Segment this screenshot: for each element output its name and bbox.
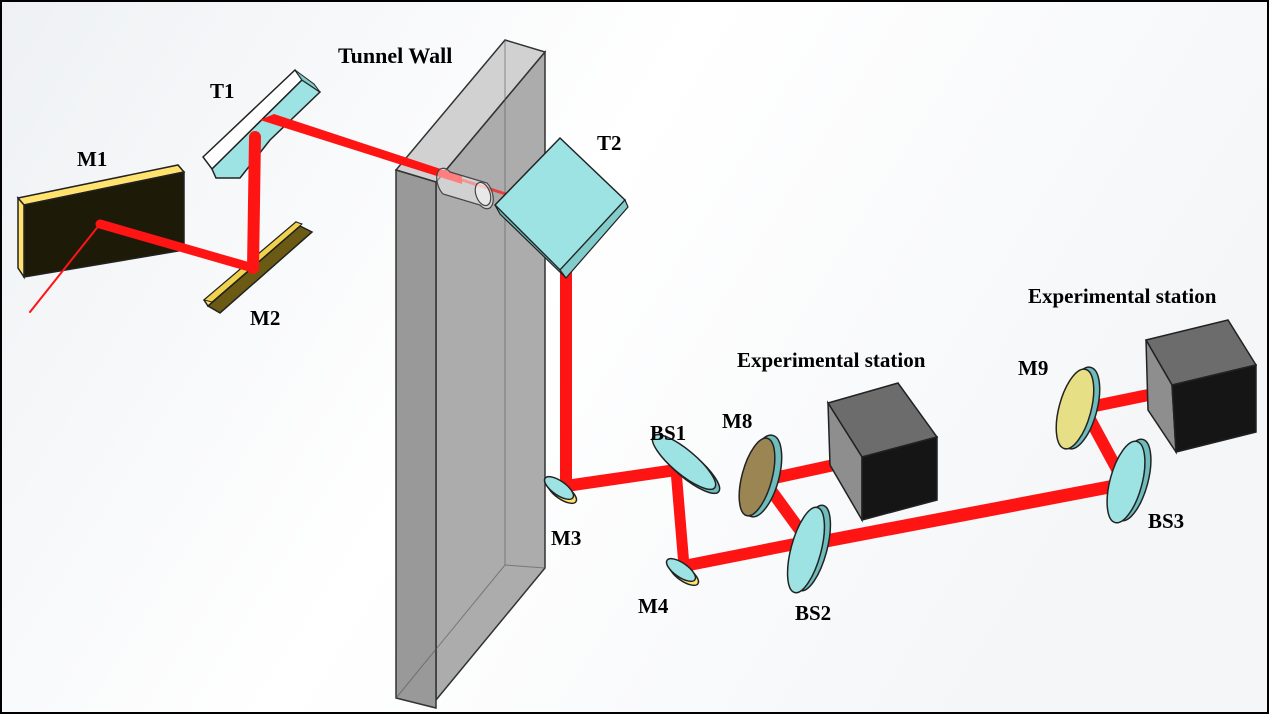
label-t2: T2 [597,131,622,155]
mirror-m3 [543,475,578,505]
beam-splitter-bs1 [651,433,721,495]
label-tunnel-wall: Tunnel Wall [338,43,452,68]
beam-splitter-bs2 [786,504,832,594]
experimental-station-1 [826,382,939,523]
wall-pipe [436,167,494,210]
label-m4: M4 [638,594,669,618]
label-m8: M8 [722,409,752,433]
label-m1: M1 [77,147,107,171]
label-m3: M3 [551,526,581,550]
label-bs1: BS1 [650,421,686,445]
experimental-station-2 [1144,319,1258,455]
label-experimental-station-2: Experimental station [1028,284,1217,308]
label-m9: M9 [1018,356,1048,380]
label-bs2: BS2 [795,601,831,625]
optic-t2 [493,136,629,279]
optic-t1 [201,68,322,179]
mirror-m4 [665,557,700,587]
label-bs3: BS3 [1148,509,1184,533]
label-t1: T1 [210,79,235,103]
mirror-m8 [738,434,783,518]
label-m2: M2 [250,306,280,330]
label-experimental-station-1: Experimental station [737,348,926,372]
tunnel-wall [394,39,547,709]
mirror-m9 [1055,366,1101,450]
beam-splitter-bs3 [1106,438,1152,524]
